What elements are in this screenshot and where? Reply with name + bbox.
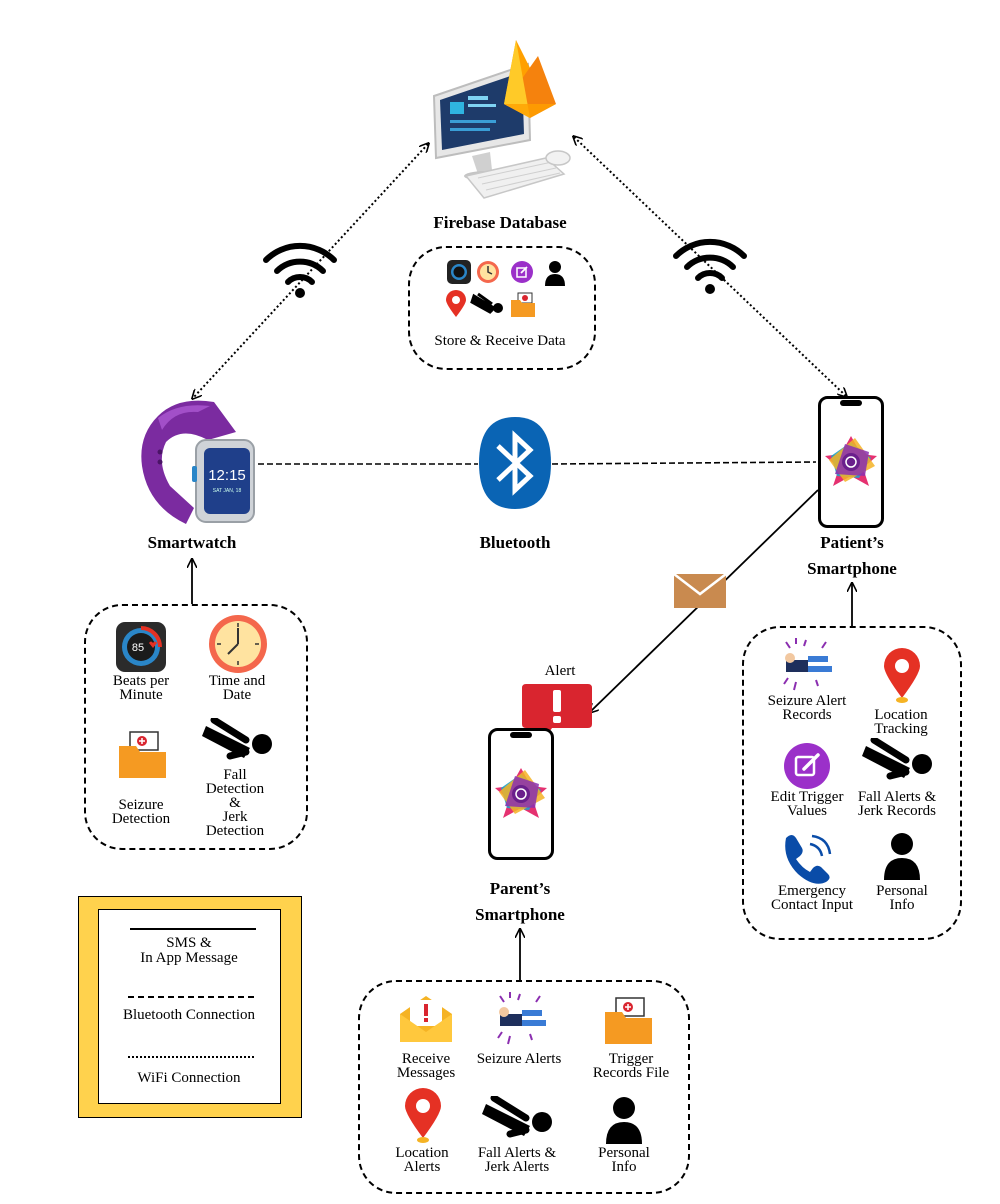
location-tracking-line2: Tracking (874, 721, 928, 737)
seizure-person-icon (783, 638, 832, 691)
phone-call-icon (785, 834, 832, 884)
seizure-records-line2: Records (782, 707, 832, 723)
heart-rate-icon: 85 (116, 622, 166, 672)
smartwatch-icon: 12:15 SAT JAN, 18 (141, 400, 255, 524)
seizure-records-line1: Seizure Alert (767, 693, 847, 709)
legend-sms-line1: SMS & (166, 935, 212, 951)
receive-messages-line2: Messages (396, 1065, 456, 1081)
smartphone-icon (818, 396, 884, 528)
patient-features-box (742, 626, 962, 940)
fall-alerts-line2: Jerk Alerts (484, 1159, 550, 1175)
edit-icon (784, 743, 830, 789)
patient-personal-line1: Personal (876, 883, 928, 899)
person-icon (606, 1097, 642, 1144)
envelope-icon (674, 574, 726, 608)
parent-personal-line2: Info (611, 1159, 637, 1175)
bpm-reading: 85 (132, 642, 144, 654)
message-alert-icon (400, 996, 452, 1042)
edit-trigger-line2: Values (787, 803, 827, 819)
firebase-label: Firebase Database (433, 213, 567, 232)
person-icon (545, 261, 565, 286)
smartphone-icon (488, 728, 554, 860)
trigger-file-line1: Trigger (608, 1051, 654, 1067)
location-pin-icon (446, 290, 466, 317)
bpm-label-line2: Minute (119, 687, 163, 703)
monitor-icon (432, 62, 571, 199)
fall-label-line5: Detection (205, 823, 265, 839)
fall-person-icon (470, 292, 503, 314)
fall-label-line3: & (229, 795, 241, 811)
legend-inner: SMS & In App Message Bluetooth Connectio… (98, 909, 281, 1104)
emergency-contact-line2: Contact Input (770, 897, 854, 913)
location-pin-icon (884, 648, 920, 703)
folder-record-icon (511, 292, 535, 317)
legend: SMS & In App Message Bluetooth Connectio… (78, 896, 302, 1118)
parent-phone-label-line2: Smartphone (475, 905, 565, 924)
bluetooth-link-right (551, 461, 817, 465)
firebase-flame-icon (504, 40, 556, 118)
smartwatch-label: Smartwatch (147, 533, 237, 552)
fall-label-line1: Fall (223, 767, 247, 783)
legend-bluetooth: Bluetooth Connection (122, 1007, 256, 1023)
seizure-person-icon (497, 992, 546, 1045)
parent-phone-label-line1: Parent’s (489, 879, 551, 898)
fall-records-line2: Jerk Records (858, 803, 936, 819)
patient-personal-line2: Info (889, 897, 915, 913)
bluetooth-icon (479, 417, 551, 509)
location-tracking-line1: Location (874, 707, 928, 723)
bluetooth-label: Bluetooth (479, 533, 551, 552)
heart-rate-icon (447, 260, 471, 284)
trigger-file-line2: Records File (592, 1065, 670, 1081)
location-alerts-line2: Alerts (403, 1159, 441, 1175)
legend-sms-line (130, 928, 256, 930)
firebase-box-label: Store & Receive Data (434, 333, 566, 349)
fall-person-icon (482, 1096, 552, 1138)
wifi-icon (673, 238, 747, 294)
wifi-link-watch (193, 144, 428, 398)
patient-phone-label-line2: Smartphone (807, 559, 897, 578)
seizure-label-line2: Detection (111, 811, 171, 827)
fall-label-line4: Jerk (222, 809, 248, 825)
fall-label-line2: Detection (205, 781, 265, 797)
fall-records-line1: Fall Alerts & (857, 789, 937, 805)
seizure-alerts-line1: Seizure Alerts (476, 1051, 562, 1067)
receive-messages-line1: Receive (401, 1051, 451, 1067)
alert-bubble-icon (522, 684, 592, 740)
fall-person-icon (202, 718, 272, 760)
alert-label: Alert (544, 663, 576, 679)
person-icon (884, 833, 920, 880)
legend-bluetooth-line (128, 996, 254, 998)
folder-record-icon (119, 731, 166, 778)
bpm-label-line1: Beats per (112, 673, 170, 689)
watch-screen-date: SAT JAN, 18 (213, 488, 242, 494)
legend-wifi-line (128, 1056, 254, 1058)
seizure-label-line1: Seizure (118, 797, 164, 813)
emergency-contact-line1: Emergency (777, 883, 847, 899)
edit-icon (511, 261, 533, 283)
watch-screen-time: 12:15 (208, 467, 246, 484)
fall-person-icon (862, 738, 932, 780)
clock-icon (477, 261, 499, 283)
legend-sms-line2: In App Message (140, 950, 238, 966)
legend-wifi: WiFi Connection (137, 1070, 241, 1086)
location-pin-icon (405, 1088, 441, 1143)
edit-trigger-line1: Edit Trigger (770, 789, 844, 805)
folder-record-icon (605, 997, 652, 1044)
patient-phone-label-line1: Patient’s (820, 533, 884, 552)
location-alerts-line1: Location (395, 1145, 449, 1161)
time-label-line1: Time and (208, 673, 266, 689)
clock-icon (209, 615, 267, 673)
fall-alerts-line1: Fall Alerts & (477, 1145, 557, 1161)
parent-personal-line1: Personal (598, 1145, 650, 1161)
wifi-icon (263, 242, 337, 298)
time-label-line2: Date (222, 687, 252, 703)
